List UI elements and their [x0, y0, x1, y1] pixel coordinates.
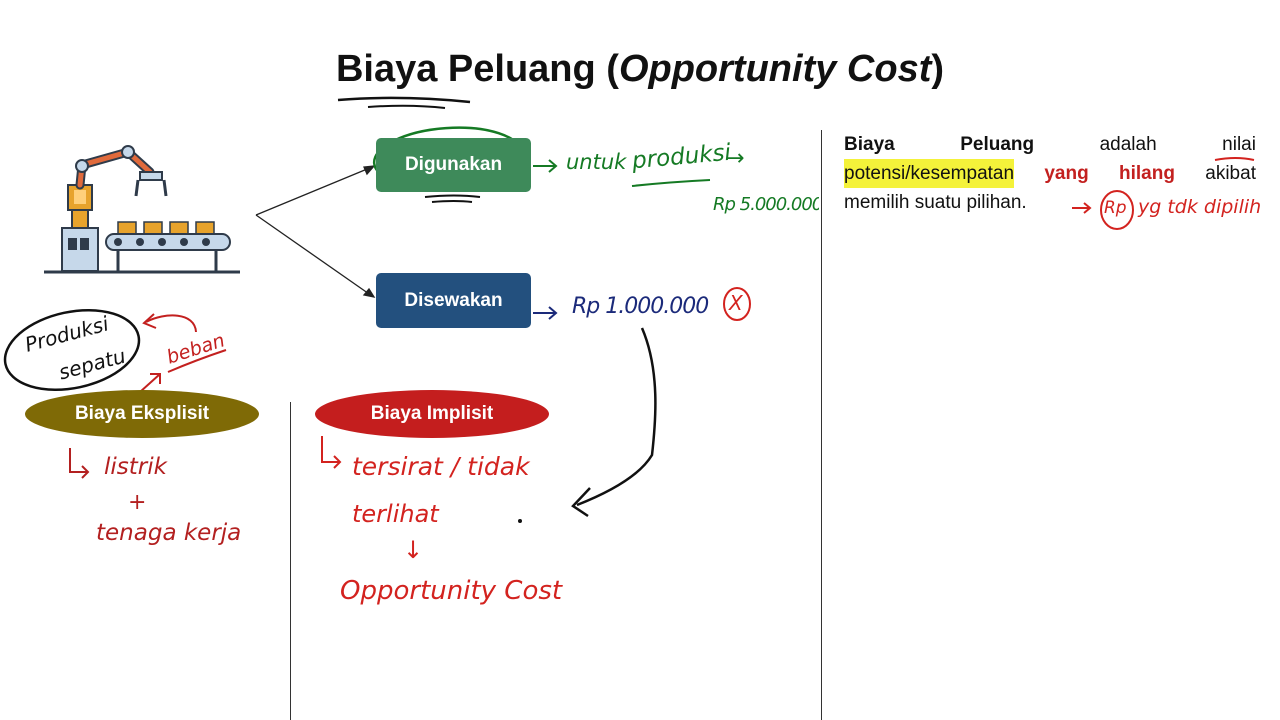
digunakan-box: Digunakan	[376, 138, 531, 192]
def-word-nilai: nilai	[1222, 130, 1256, 159]
def-word-biaya: Biaya	[844, 130, 895, 159]
terlihat-text: terlihat	[352, 500, 439, 528]
untuk-text: untuk	[566, 150, 626, 174]
x-mark: X	[729, 291, 743, 315]
title-underline	[338, 98, 470, 102]
def-line3-text: memilih suatu pilihan.	[844, 192, 1027, 213]
definition-line-2: potensi/kesempatan yang hilang akibat	[844, 159, 1256, 188]
def-word-peluang: Peluang	[960, 130, 1034, 159]
tersirat-text: tersirat / tidak	[352, 452, 530, 481]
opportunity-cost-text: Opportunity Cost	[340, 576, 562, 606]
def-red-yang: yang	[1044, 159, 1088, 188]
long-arrow	[577, 328, 655, 505]
def-word-adalah: adalah	[1100, 130, 1157, 159]
rp-1000000-text: Rp 1.000.000	[572, 294, 708, 319]
def-word-akibat: akibat	[1205, 159, 1256, 188]
rp-5000000-text: Rp 5.000.000	[713, 194, 819, 215]
listrik-text: listrik	[104, 454, 167, 480]
green-arrow-text: →	[726, 146, 744, 171]
biaya-eksplisit-pill: Biaya Eksplisit	[25, 390, 259, 438]
disewakan-box: Disewakan	[376, 273, 531, 328]
down-arrow-text: ↓	[403, 536, 423, 564]
rp-circle-text: Rp	[1104, 198, 1127, 218]
yg-tdk-dipilih-text: yg tdk dipilih	[1138, 196, 1261, 218]
definition-line-1: Biaya Peluang adalah nilai	[844, 130, 1256, 159]
branch-arrows	[256, 166, 374, 297]
factory-icon	[44, 146, 240, 272]
tenaga-kerja-text: tenaga kerja	[96, 520, 241, 546]
produksi-sepatu-circle	[0, 299, 146, 402]
def-highlight: potensi/kesempatan	[844, 159, 1014, 188]
plus-text: +	[128, 490, 146, 515]
biaya-implisit-pill: Biaya Implisit	[315, 390, 549, 438]
def-red-hilang: hilang	[1119, 159, 1175, 188]
